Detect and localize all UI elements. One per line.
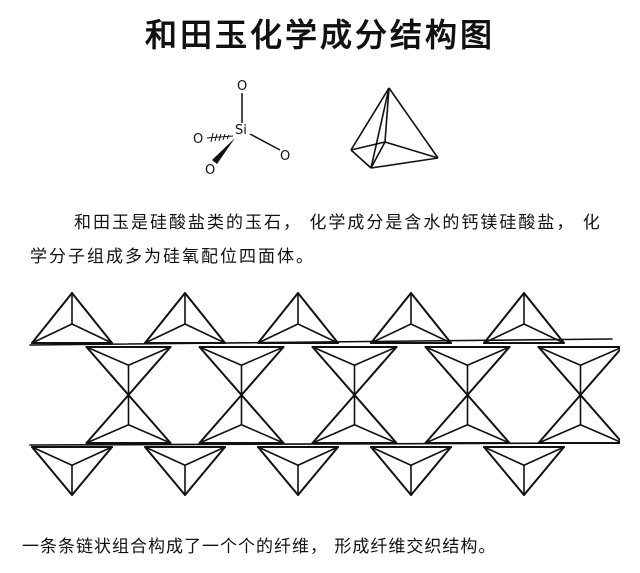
top-tetrahedron-4	[370, 292, 452, 344]
description-paragraph: 和田玉是硅酸盐类的玉石， 化学成分是含水的钙镁硅酸盐， 化学分子组成多为硅氧配位…	[30, 213, 602, 267]
top-tetrahedron-1	[31, 292, 113, 344]
upper-link-tetrahedron-4	[424, 346, 511, 396]
lower-link-tetrahedron-1	[85, 394, 172, 444]
top-tetrahedron-2	[144, 292, 226, 344]
upper-link-tetrahedron-1	[85, 346, 172, 396]
bottom-tetrahedron-4	[370, 446, 452, 496]
upper-link-tetrahedron-2	[198, 346, 285, 396]
lower-link-tetrahedron-5	[537, 394, 620, 444]
lower-link-tetrahedron-2	[198, 394, 285, 444]
lower-link-tetrahedron-4	[424, 394, 511, 444]
bottom-tetrahedron-3	[257, 446, 339, 496]
upper-link-tetrahedron-3	[311, 346, 398, 396]
silicate-chain-diagram	[29, 292, 620, 496]
lower-link-tetrahedron-3	[311, 394, 398, 444]
o-atom-right: O	[280, 149, 290, 164]
o-atom-left: O	[193, 132, 203, 147]
top-tetrahedron-5	[483, 292, 565, 344]
bottom-tetrahedron-2	[144, 446, 226, 496]
page-title: 和田玉化学成分结构图	[144, 16, 495, 54]
o-atom-bottom: O	[205, 163, 215, 178]
o-atom-top: O	[237, 79, 247, 94]
bottom-tetrahedron-1	[31, 446, 113, 496]
bottom-tetrahedron-5	[483, 446, 565, 496]
sio4-molecule-diagram: Si O O O O	[193, 79, 290, 178]
tetrahedron-diagram	[350, 87, 439, 169]
top-tetrahedron-3	[257, 292, 339, 344]
si-atom-label: Si	[235, 123, 247, 138]
upper-link-tetrahedron-5	[537, 346, 620, 396]
caption: 一条条链状组合构成了一个个的纤维， 形成纤维交织结构。	[22, 537, 497, 557]
